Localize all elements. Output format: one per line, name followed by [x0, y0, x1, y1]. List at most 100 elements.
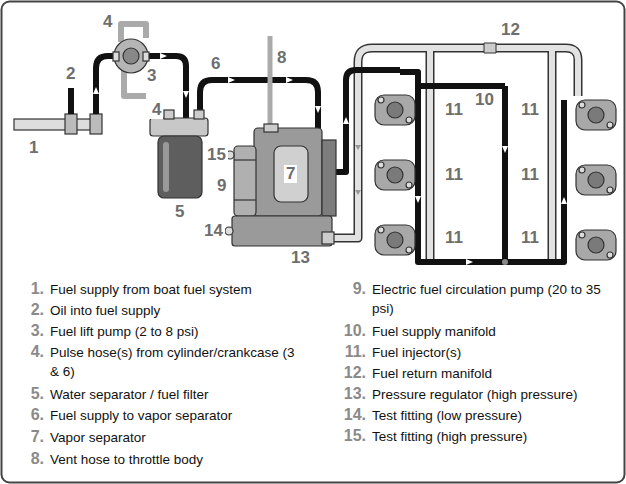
illustration-part	[502, 259, 508, 265]
fuel-supply-hose	[200, 80, 318, 130]
illustration-part	[588, 237, 604, 253]
key-number: 2.	[10, 300, 44, 319]
callout-number: 9	[215, 177, 228, 195]
callout-number: 14	[202, 222, 225, 240]
illustration-part	[93, 87, 99, 94]
illustration-part	[232, 216, 332, 246]
illustration-part	[561, 197, 567, 204]
illustration-part	[502, 146, 508, 153]
hose-arrows	[228, 77, 321, 113]
illustration-part	[375, 225, 415, 255]
illustration-part	[427, 48, 433, 262]
fuel-supply-manifold	[335, 70, 564, 265]
illustration-part	[335, 70, 356, 172]
key-number: 12.	[332, 363, 366, 382]
illustration-part	[378, 162, 384, 168]
illustration-part	[65, 114, 77, 134]
fuel-lift-pump	[113, 39, 149, 73]
illustration-part	[576, 100, 616, 130]
illustration-part	[123, 48, 139, 64]
callout-number: 11	[519, 101, 541, 119]
illustration-part	[225, 227, 233, 235]
illustration-part	[375, 160, 415, 190]
illustration-part	[274, 146, 308, 202]
illustration-part	[588, 107, 604, 123]
illustration-part	[143, 52, 149, 61]
supply-flow-arrows	[343, 117, 567, 265]
illustration-part	[418, 86, 564, 262]
illustration-part	[234, 146, 256, 216]
illustration-part	[315, 106, 321, 113]
callout-number: 11	[443, 229, 465, 247]
key-text: Oil into fuel supply	[50, 301, 320, 320]
key-number: 9.	[332, 279, 366, 298]
illustration-part	[322, 140, 336, 216]
illustration-part	[264, 124, 278, 132]
callout-number: 8	[275, 49, 288, 67]
illustration-part	[200, 80, 318, 130]
key-number: 14.	[332, 405, 366, 424]
illustration-part	[375, 95, 415, 125]
key-number: 13.	[332, 384, 366, 403]
illustration-part	[378, 97, 384, 103]
illustration-part	[549, 48, 555, 262]
illustration-part	[576, 100, 616, 130]
illustration-part	[502, 86, 508, 262]
callout-number: 10	[473, 91, 496, 109]
illustration-part	[375, 225, 415, 255]
key-number: 5.	[10, 384, 44, 403]
key-text: Fuel injector(s)	[372, 343, 612, 362]
illustration-part	[406, 247, 412, 253]
illustration-part	[234, 159, 256, 160]
key-text: Fuel supply to vapor separator	[50, 406, 320, 425]
key-number: 1.	[10, 279, 44, 298]
key-number: 15.	[332, 426, 366, 445]
illustration-part	[576, 230, 616, 260]
illustration-part	[254, 128, 322, 216]
illustration-part	[406, 182, 412, 188]
illustration-part	[426, 48, 435, 262]
callout-number: 3	[145, 67, 158, 85]
illustration-part	[579, 232, 585, 238]
illustration-part	[607, 187, 613, 193]
key-text: Test fitting (high pressure)	[372, 427, 612, 446]
illustration-part	[579, 167, 585, 173]
illustration-part	[90, 114, 102, 134]
key-text: Fuel return manifold	[372, 364, 612, 383]
key-text: Water separator / fuel filter	[50, 385, 320, 404]
illustration-part	[114, 39, 148, 73]
illustration-part	[183, 91, 189, 98]
illustration-part	[343, 117, 349, 124]
callout-number: 1	[27, 139, 40, 157]
illustration-part	[548, 48, 557, 262]
illustration-part	[400, 72, 418, 86]
key-text: Vent hose to throttle body	[50, 450, 320, 469]
illustration-part	[355, 145, 361, 195]
illustration-part	[387, 232, 403, 248]
key-text: Pressure regulator (high pressure)	[372, 385, 612, 404]
illustration-part	[579, 102, 585, 108]
key-number: 7.	[10, 427, 44, 446]
illustration-part	[228, 77, 235, 83]
illustration-part	[375, 160, 415, 190]
key-text: Test fitting (low pressure)	[372, 406, 612, 425]
callout-number: 7	[284, 165, 297, 183]
illustration-part	[160, 53, 167, 59]
illustration-part	[194, 110, 204, 119]
illustration-part	[146, 56, 186, 118]
illustration-part	[96, 56, 116, 114]
key-text: Electric fuel circulation pump (20 to 35…	[372, 280, 607, 318]
illustration-part	[14, 119, 100, 130]
illustration-part	[387, 102, 403, 118]
illustration-part	[124, 70, 146, 96]
illustration-part	[330, 48, 578, 238]
callout-number: 2	[64, 65, 77, 83]
boat-fuel-supply	[14, 114, 102, 134]
key-number: 6.	[10, 405, 44, 424]
key-text: Pulse hose(s) from cylinder/crankcase (3…	[50, 343, 300, 381]
illustration-part	[158, 136, 202, 198]
vent-hose	[268, 36, 273, 130]
illustration-part	[375, 95, 415, 125]
fuel-injectors	[375, 95, 616, 260]
